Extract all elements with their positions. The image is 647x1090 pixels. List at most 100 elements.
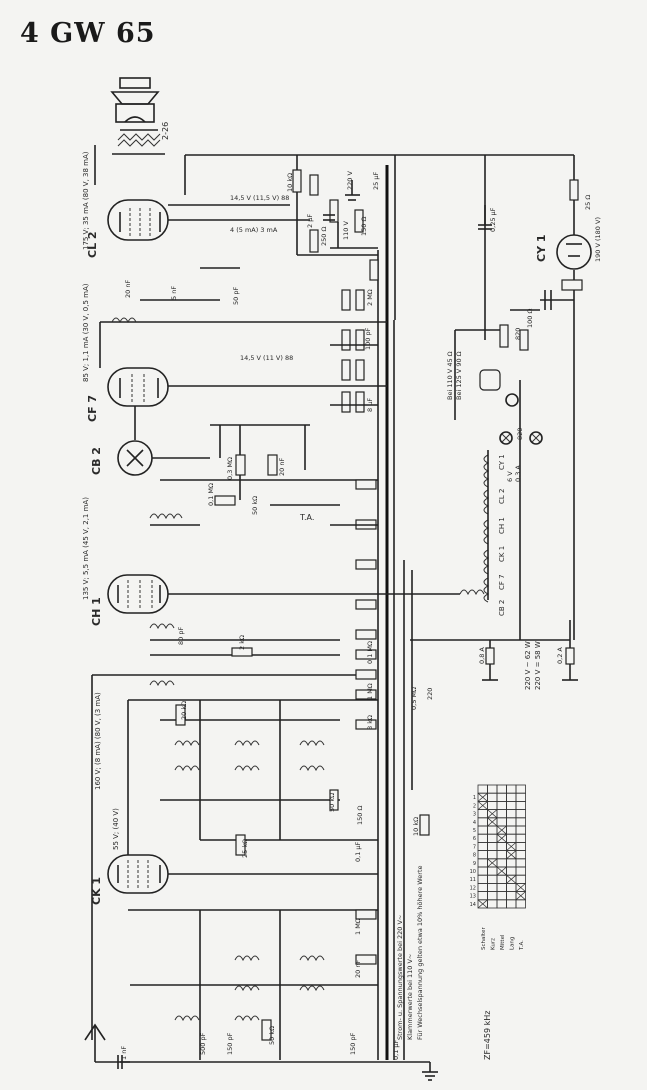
tube-label-ch1: CH 1 [90, 597, 103, 626]
switch-table-cell [496, 801, 507, 811]
ch1-network [149, 559, 377, 700]
switch-table-cell [487, 833, 498, 843]
rf-coils [128, 699, 378, 856]
switch-table-cell [496, 850, 507, 860]
bus-note-2: 4 (5 mA) 3 mA [230, 226, 278, 234]
switch-table-cell [515, 842, 526, 852]
c-label-8uf: 8 µF [366, 398, 374, 412]
r-label-1mohm-2: 1 MΩ [354, 918, 362, 935]
switch-table-cell [487, 784, 498, 794]
switch-table-number: 10 [470, 869, 476, 875]
bus-note-3: 14,5 V (11 V) 88 [240, 354, 293, 362]
switch-table-cell [515, 866, 526, 876]
switch-table-cell [506, 801, 517, 811]
fuse-label-2: 0,2 A [556, 647, 564, 664]
switch-table-number: 8 [473, 853, 476, 859]
switch-table-cell [477, 809, 488, 819]
c-label-20nf-2: 20 nF [278, 458, 286, 476]
c-label-b: 2 µF [306, 214, 314, 228]
switch-table-cell [487, 891, 498, 901]
switch-table-cell [506, 899, 517, 909]
heater-cl2: CL 2 [498, 489, 506, 504]
ch1-voltage-note: 135 V; 5,5 mA (45 V, 2,1 mA) [82, 497, 90, 600]
switch-table-cell [487, 792, 498, 802]
switch-table-cross [496, 825, 507, 835]
preselector-coils [128, 909, 378, 1060]
heater-cb2: CB 2 [498, 600, 506, 616]
c-label-500pf: 500 pF [199, 1032, 207, 1055]
r-cb2-3 [267, 454, 278, 476]
bus-note-1: 14,5 V (11,5 V) 88 [230, 194, 289, 202]
ck1-voltage-note: 55 V; (40 V) [112, 808, 120, 850]
r-label-01mohm: 0,1 MΩ [366, 641, 374, 664]
heater-cf7: CF 7 [498, 574, 506, 590]
switch-table-cell [496, 858, 507, 868]
switch-table-cell [515, 899, 526, 909]
switch-table-cross [496, 833, 507, 843]
switch-table-number: 12 [470, 885, 476, 891]
switch-table-cell [496, 883, 507, 893]
switch-table-number: 1 [473, 795, 476, 801]
switch-table-cell [506, 858, 517, 868]
switch-table-row-label: Mittel [500, 934, 506, 950]
switch-table-cross [506, 874, 517, 884]
r-bei-1: Bei 110 V 45 Ω [446, 351, 454, 400]
switch-label: 2-26 [161, 122, 170, 140]
r-label-25ohm: 25 Ω [584, 195, 592, 210]
switch-table-cross [515, 891, 526, 901]
switch-table-cell [515, 858, 526, 868]
ck1-anode-note: 160 V; (8 mA) (80 V, (3 mA) [94, 692, 102, 790]
heater-chain [454, 309, 543, 640]
note-2: Klammerwerte bei 110 V~ [406, 954, 414, 1040]
r-label-a: 10 kΩ [286, 173, 294, 192]
switch-table-cell [477, 842, 488, 852]
switch-table-cell [515, 784, 526, 794]
switch-table-number: 2 [473, 803, 476, 809]
switch-table-cell [506, 891, 517, 901]
c-label-20nf: 20 nF [124, 280, 132, 298]
tube-label-cl2: CL 2 [86, 231, 99, 258]
switch-table-cell [496, 792, 507, 802]
switch-table-number: 9 [473, 861, 476, 867]
r-label-10kohm: 10 kΩ [412, 817, 420, 836]
switch-table-cell [496, 817, 507, 827]
switch-table-cell [477, 874, 488, 884]
r-label-820: 820 [516, 428, 524, 440]
r-label-20kohm: 20 kΩ [180, 701, 188, 720]
switch-table-cell [487, 883, 498, 893]
r-label-d: 110 V [342, 221, 350, 240]
r-label-b: 220 V [346, 171, 354, 190]
switch-table-cell [487, 874, 498, 884]
switch-table-cell [515, 833, 526, 843]
switch-table-cell [496, 784, 507, 794]
switch-table-cell [515, 817, 526, 827]
switch-table-cell [496, 809, 507, 819]
speaker [94, 77, 165, 185]
r-label-25kohm: 25 kΩ [241, 839, 249, 858]
note-1: Strom- u. Spannungswerte bei 220 V~ [396, 915, 404, 1040]
tube-ch1 [107, 574, 169, 614]
switch-table-row-label: Kurz [491, 938, 497, 950]
r-label-50kohm-3: 50 kΩ [268, 1026, 276, 1045]
switch-table-cell [477, 883, 488, 893]
r-label-e: 150 Ω [360, 217, 368, 236]
page-title: 4 GW 65 [20, 18, 156, 49]
r-label-50kohm: 50 kΩ [251, 496, 259, 515]
switch-table-number: 11 [470, 877, 476, 883]
r-bei-2: Bei 125 V 90 Ω [455, 351, 463, 400]
switch-table-number: 3 [473, 812, 476, 818]
cf7-voltage-note: 85 V; 1,1 mA (30 V, 0,5 mA) [82, 283, 90, 382]
switch-table-cross [506, 850, 517, 860]
switch-table-cell [487, 866, 498, 876]
r-label-150ohm: 150 Ω [356, 806, 364, 825]
switch-table-cell [515, 850, 526, 860]
switch-table-cell [515, 874, 526, 884]
tube-label-cb2: CB 2 [90, 447, 103, 475]
c-label-a: 25 µF [372, 172, 380, 190]
tube-cb2 [117, 440, 153, 476]
tube-ck1 [107, 854, 169, 894]
c-label-20nf-3: 20 nF [354, 960, 362, 978]
r-label-50kohm-2: 50 kΩ [328, 793, 336, 812]
